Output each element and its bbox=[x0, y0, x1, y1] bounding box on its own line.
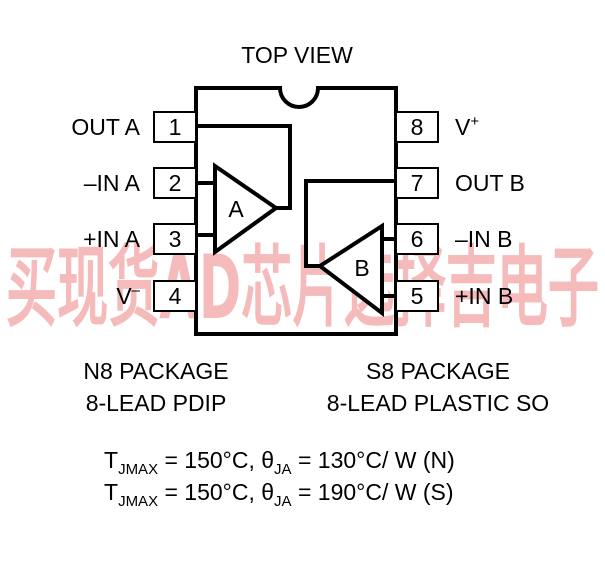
pin-8-box bbox=[395, 111, 439, 143]
watermark: 买现货AD芯片选择吉电子 bbox=[6, 236, 599, 339]
pin-6-label: –IN B bbox=[455, 226, 513, 252]
pin-4-label-sup: – bbox=[132, 282, 141, 299]
pin-8-label: V+ bbox=[455, 113, 479, 140]
package-s-line2: 8-LEAD PLASTIC SO bbox=[327, 390, 549, 416]
pin-4-box bbox=[153, 280, 197, 312]
pin-3-label: +IN A bbox=[83, 226, 141, 252]
package-s-line1: S8 PACKAGE bbox=[366, 358, 510, 384]
thermal-line-2: TJMAX = 150°C, θJA = 190°C/ W (S) bbox=[104, 479, 454, 510]
amplifier-b-triangle bbox=[316, 222, 384, 318]
thermal-1-theta-sub: JA bbox=[274, 461, 292, 478]
pin-4-label-main: V bbox=[116, 283, 132, 309]
package-body bbox=[194, 86, 398, 336]
pin-2-number: 2 bbox=[169, 170, 182, 196]
pin-3-number: 3 bbox=[169, 226, 182, 252]
pin-1-number: 1 bbox=[169, 114, 182, 140]
top-view-label: TOP VIEW bbox=[241, 42, 353, 68]
pin-2-box bbox=[153, 167, 197, 199]
thermal-2-end: = 190°C/ W (S) bbox=[292, 479, 454, 505]
amplifier-a-label: A bbox=[228, 196, 244, 222]
thermal-2-t-sub: JMAX bbox=[118, 493, 158, 510]
thermal-line-1: TJMAX = 150°C, θJA = 130°C/ W (N) bbox=[104, 447, 455, 478]
pin-8-label-main: V bbox=[455, 114, 471, 140]
amplifier-b-label: B bbox=[354, 255, 369, 281]
pin-8-label-sup: + bbox=[470, 113, 479, 130]
package-n-line1: N8 PACKAGE bbox=[83, 358, 228, 384]
thermal-1-mid: = 150°C, θ bbox=[158, 447, 274, 473]
pin-5-number: 5 bbox=[411, 283, 424, 309]
pin-7-number: 7 bbox=[411, 170, 424, 196]
pin-4-number: 4 bbox=[169, 283, 182, 309]
pin-5-box bbox=[395, 280, 439, 312]
pin-4-label: V– bbox=[116, 282, 140, 309]
thermal-2-t: T bbox=[104, 479, 118, 505]
thermal-2-mid: = 150°C, θ bbox=[158, 479, 274, 505]
pin-6-box bbox=[395, 223, 439, 255]
pin-7-label: OUT B bbox=[455, 170, 525, 196]
thermal-1-end: = 130°C/ W (N) bbox=[292, 447, 455, 473]
thermal-2-theta-sub: JA bbox=[274, 493, 292, 510]
package-n-line2: 8-LEAD PDIP bbox=[86, 390, 227, 416]
amplifier-a-triangle bbox=[213, 162, 280, 256]
pin-1-box bbox=[153, 111, 197, 143]
pin-6-number: 6 bbox=[411, 226, 424, 252]
internal-wiring bbox=[196, 124, 396, 298]
pin-2-label: –IN A bbox=[84, 170, 141, 196]
pin-3-box bbox=[153, 223, 197, 255]
thermal-1-t: T bbox=[104, 447, 118, 473]
pin-1-label: OUT A bbox=[71, 114, 140, 140]
pin-5-label: +IN B bbox=[455, 283, 513, 309]
thermal-1-t-sub: JMAX bbox=[118, 461, 158, 478]
pin-8-number: 8 bbox=[411, 114, 424, 140]
